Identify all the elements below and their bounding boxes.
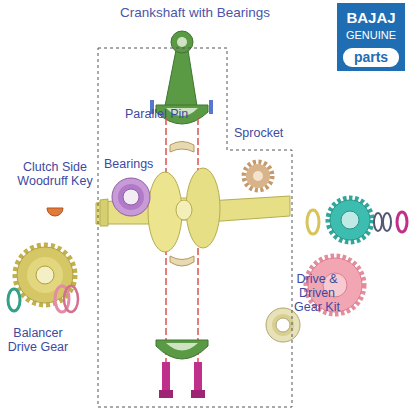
connecting-rod bbox=[177, 37, 187, 47]
part-label: Balancer Drive Gear bbox=[2, 326, 74, 354]
drive-gear bbox=[330, 200, 370, 240]
rod-bolt bbox=[162, 362, 170, 392]
connecting-rod bbox=[171, 31, 193, 53]
lower-bearing-shell bbox=[170, 256, 194, 266]
lower-bearing-shell bbox=[170, 256, 194, 266]
rod-cap bbox=[156, 340, 208, 359]
crankshaft bbox=[100, 199, 108, 226]
drive-gear bbox=[374, 213, 382, 231]
dashed-group-outline bbox=[97, 2, 293, 408]
brand-badge-text: parts bbox=[343, 49, 399, 66]
part-label: Sprocket bbox=[234, 126, 294, 140]
part-label: Parallel Pin bbox=[125, 107, 195, 121]
brand-tagline: GENUINE bbox=[337, 28, 405, 42]
sprocket bbox=[244, 162, 272, 190]
rod-bolt bbox=[194, 362, 202, 392]
crankshaft bbox=[176, 200, 192, 220]
part-label: Drive & Driven Gear Kit bbox=[288, 272, 346, 314]
logo-badge: parts bbox=[343, 48, 399, 67]
drive-gear bbox=[328, 198, 372, 242]
drive-gear bbox=[307, 210, 319, 234]
drive-gear bbox=[383, 213, 391, 231]
logo-box: BAJAJGENUINE parts bbox=[337, 3, 405, 71]
balancer-drive-gear bbox=[36, 266, 54, 284]
rod-cap bbox=[156, 340, 208, 359]
rod-bolt bbox=[191, 390, 205, 398]
drive-gear bbox=[341, 211, 359, 229]
woodruff-key bbox=[47, 208, 63, 216]
bearing bbox=[123, 189, 139, 205]
rod-bolt bbox=[159, 362, 205, 398]
sprocket bbox=[244, 162, 272, 190]
dashed-group-outline bbox=[98, 48, 292, 407]
balancer-drive-gear bbox=[15, 245, 75, 305]
dashed-group-outline: Crankshaft with Bearings bbox=[97, 2, 293, 408]
group-heading: Crankshaft with Bearings bbox=[97, 5, 293, 22]
sprocket bbox=[246, 164, 270, 188]
woodruff-key bbox=[47, 208, 63, 216]
bearing bbox=[112, 178, 150, 216]
part-label: Clutch Side Woodruff Key bbox=[5, 160, 105, 188]
bearing bbox=[118, 184, 144, 210]
balancer-drive-gear bbox=[64, 286, 78, 312]
bearing bbox=[272, 314, 294, 336]
upper-bearing-shell bbox=[170, 142, 194, 153]
rod-cap bbox=[166, 343, 198, 351]
balancer-drive-gear bbox=[8, 289, 20, 311]
drive-gear bbox=[397, 212, 407, 232]
drive-gear bbox=[307, 198, 407, 242]
bearing bbox=[112, 178, 150, 216]
balancer-drive-gear bbox=[8, 245, 78, 312]
connecting-rod bbox=[165, 50, 197, 106]
parallel-pin bbox=[209, 100, 213, 114]
bearing bbox=[276, 318, 290, 332]
part-label: Bearings bbox=[104, 157, 164, 171]
sprocket bbox=[253, 171, 263, 181]
rod-bolt bbox=[159, 390, 173, 398]
brand-name: BAJAJ bbox=[337, 9, 405, 27]
upper-bearing-shell bbox=[170, 142, 194, 153]
